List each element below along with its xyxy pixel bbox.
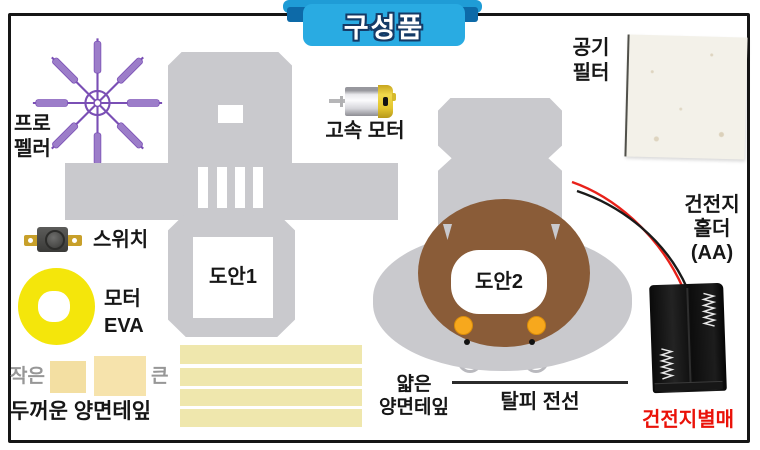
thick-tape-label: 두꺼운 양면테잎 <box>10 400 152 423</box>
stripped-wire-icon <box>452 381 628 384</box>
motor-icon <box>345 87 379 116</box>
thin-tape-strip <box>180 389 362 406</box>
stripped-wire-label: 탈피 전선 <box>500 391 580 413</box>
pattern2-orange-dot <box>454 316 473 335</box>
pattern2-orange-dot <box>527 316 546 335</box>
thin-tape-strip <box>180 409 362 427</box>
motor-nub <box>392 93 396 101</box>
pattern2-notch <box>550 224 561 240</box>
battery-holder-rim <box>654 380 723 392</box>
air-filter-sheet <box>624 34 748 160</box>
pattern1-window: 도안1 <box>193 237 273 318</box>
propeller-icon <box>31 37 164 169</box>
thin-tape-strip <box>180 345 362 364</box>
battery-holder-icon <box>649 282 727 394</box>
pattern1-label: 도안1 <box>209 266 257 288</box>
battery-holder-divider <box>686 287 692 386</box>
title-banner: 구성품 <box>303 4 465 46</box>
pattern2-notch <box>442 224 453 240</box>
battery-wires-icon <box>571 180 689 289</box>
switch-label: 스위치 <box>93 229 149 251</box>
pattern1-slot <box>217 167 227 208</box>
motor-pin <box>340 96 343 107</box>
thick-tape-large-label: 큰 <box>151 366 169 387</box>
thick-tape-large-square <box>94 356 146 396</box>
motor-shaft <box>329 99 346 103</box>
pattern1-slot <box>235 167 245 208</box>
thick-tape-small-square <box>50 361 86 393</box>
pattern2-black-dot <box>464 339 470 345</box>
pattern2-window: 도안2 <box>451 250 547 314</box>
battery-sold-separately-note: 건전지별매 <box>642 409 734 431</box>
pattern2-black-dot <box>529 339 535 345</box>
pattern1-slot <box>198 167 208 208</box>
eva-ring-hole <box>38 291 70 322</box>
battery-spring-icon <box>701 292 717 327</box>
pattern1-top-cutout <box>218 105 243 123</box>
motor-eva-ring <box>18 268 95 345</box>
pattern2-label: 도안2 <box>475 270 523 293</box>
thin-tape-strip <box>180 368 362 386</box>
thick-tape-small-label: 작은 <box>10 366 45 387</box>
motor-label: 고속 모터 <box>325 120 405 142</box>
switch-terminal-hole <box>28 238 33 243</box>
switch-button <box>45 230 65 250</box>
switch-terminal-hole <box>72 238 77 243</box>
page-title: 구성품 <box>343 12 425 43</box>
battery-spring-icon <box>658 348 675 380</box>
pattern1-slot <box>253 167 263 208</box>
motor-terminal <box>383 97 388 106</box>
pattern1-wing-band <box>65 163 398 220</box>
banner-ribbon-fold-left <box>287 7 307 22</box>
